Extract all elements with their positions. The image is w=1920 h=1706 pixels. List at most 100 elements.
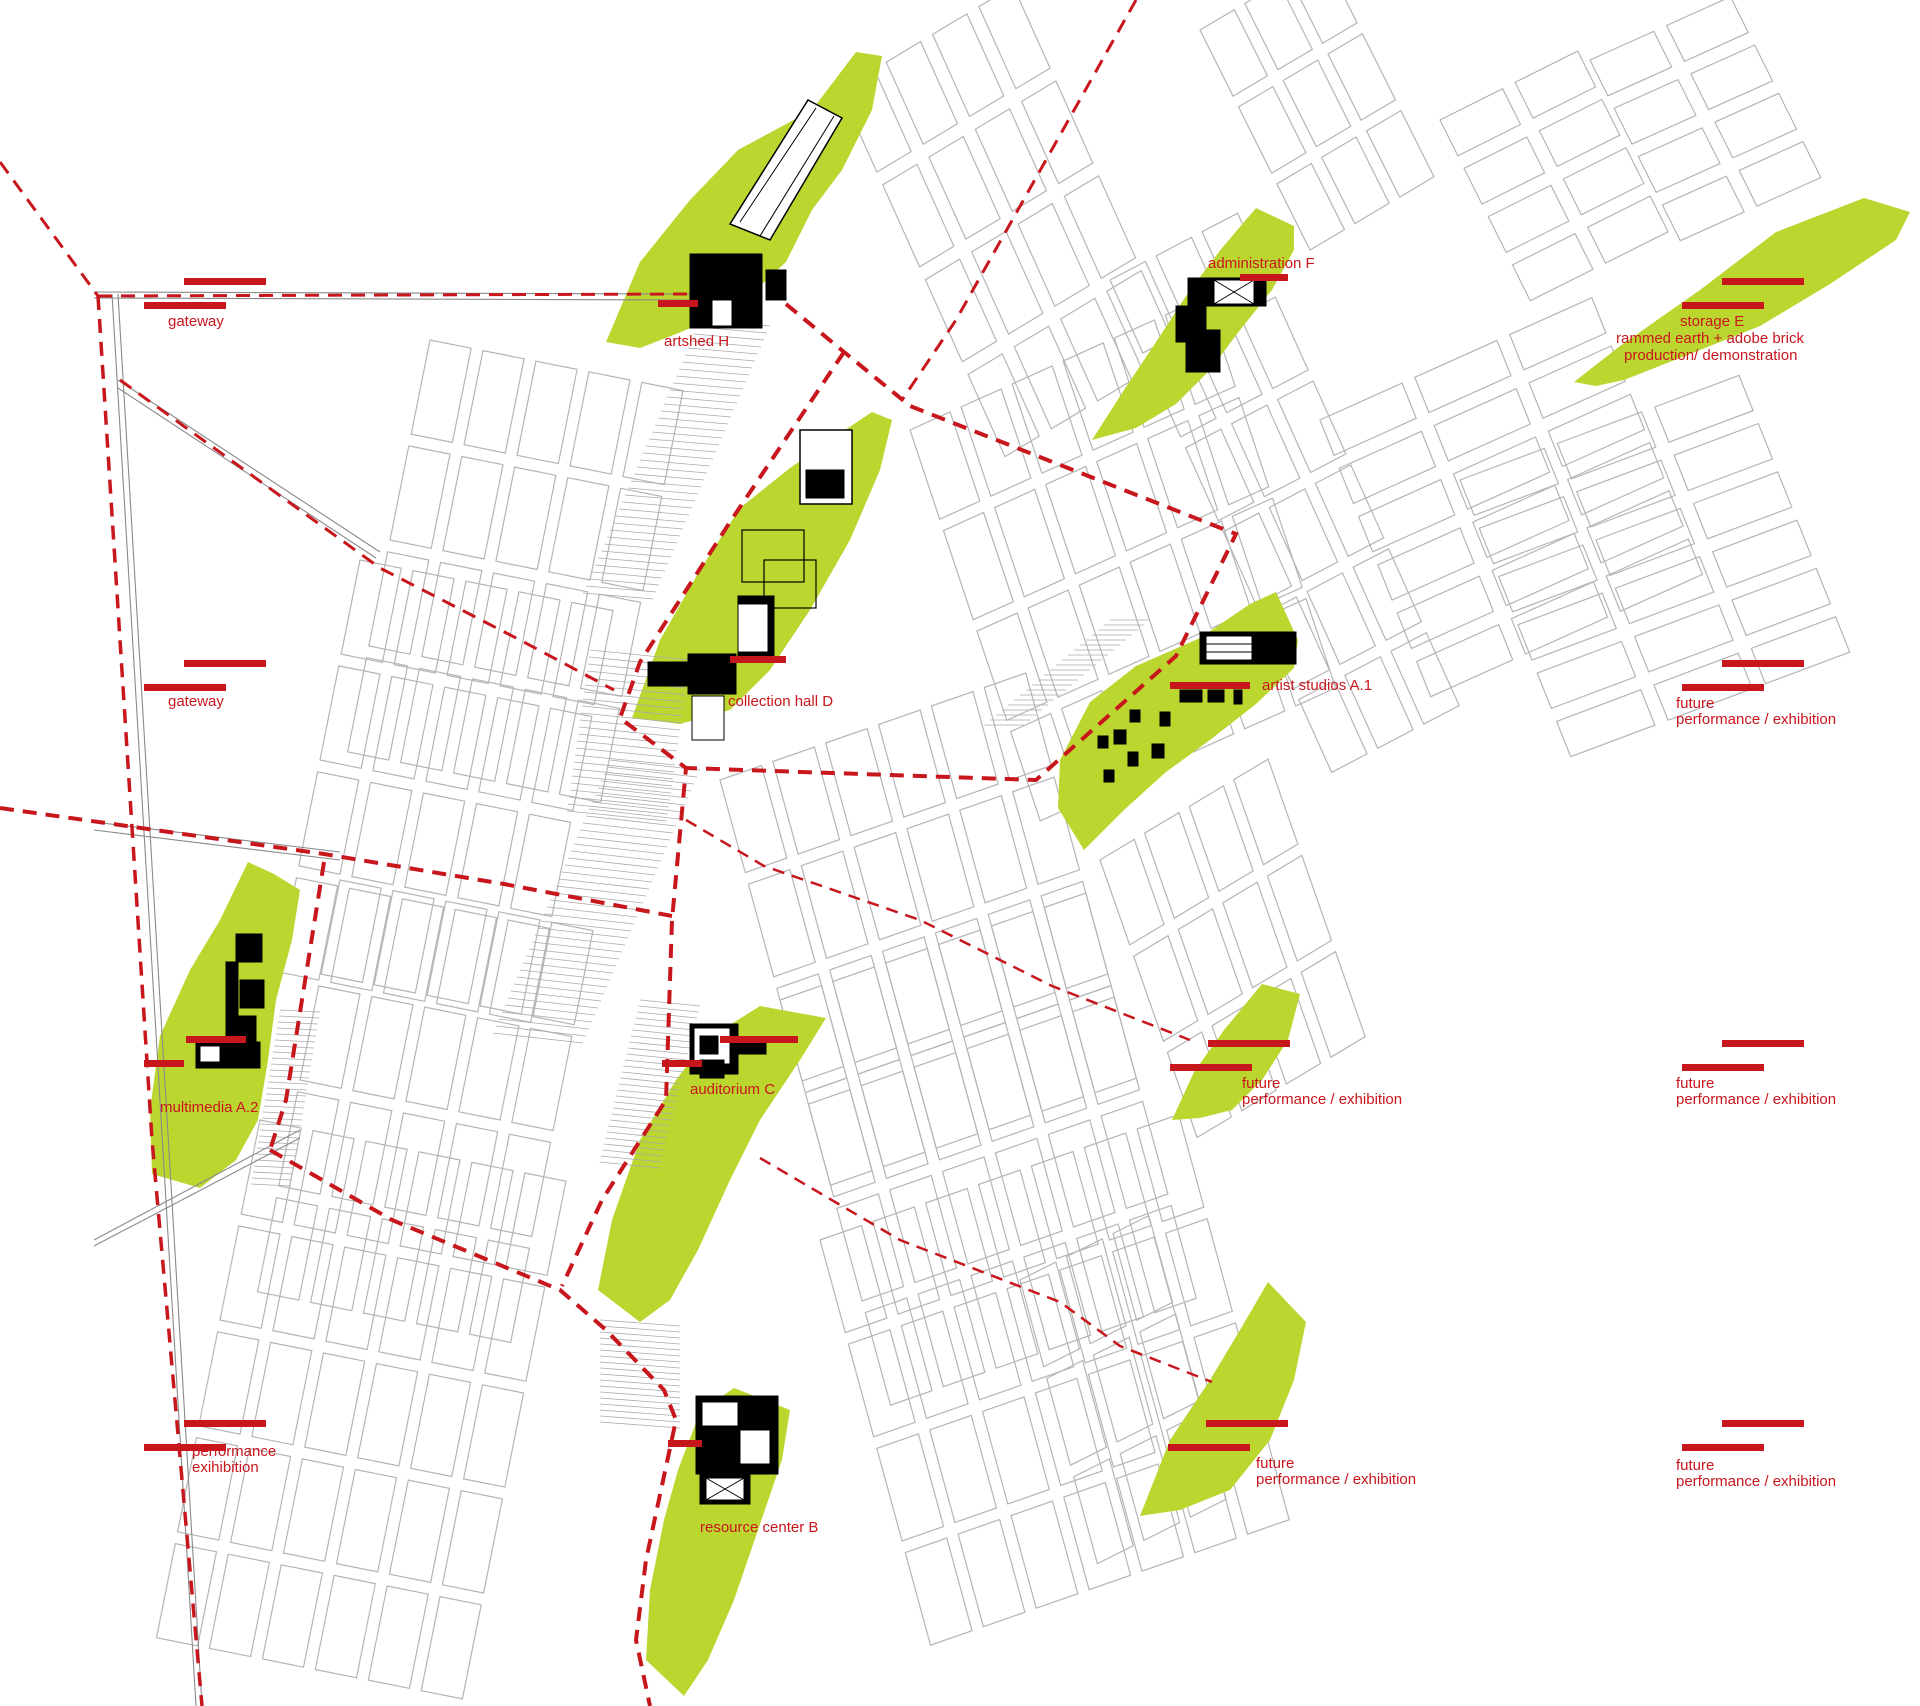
label-storage-line1: storage E bbox=[1680, 313, 1744, 330]
route-middle-cross bbox=[0, 806, 673, 918]
map-labels: gateway gateway performance exihibition … bbox=[160, 255, 1836, 1536]
hatch-line bbox=[582, 822, 674, 834]
hatch-line bbox=[608, 1125, 669, 1133]
plot bbox=[299, 985, 361, 1090]
plot bbox=[906, 813, 975, 923]
plot bbox=[478, 696, 540, 801]
label-future-right-1-line1: future bbox=[1676, 695, 1714, 712]
plot bbox=[1595, 507, 1696, 577]
plot bbox=[1665, 0, 1750, 63]
label-marker-bar bbox=[1208, 1040, 1290, 1047]
hatch-line bbox=[638, 1005, 699, 1013]
plot bbox=[1711, 519, 1812, 588]
plot bbox=[885, 40, 959, 146]
plot bbox=[468, 1239, 531, 1344]
plot bbox=[877, 709, 947, 818]
plot bbox=[1043, 892, 1112, 1001]
plot bbox=[994, 1137, 1063, 1247]
route-left-vertical bbox=[96, 295, 204, 1706]
label-marker-bar bbox=[730, 656, 786, 663]
plot bbox=[824, 727, 894, 837]
hatch-line bbox=[615, 1095, 677, 1103]
hatch-line bbox=[271, 1057, 313, 1061]
plot bbox=[1030, 1150, 1099, 1260]
plot bbox=[1528, 345, 1626, 420]
hatch-line bbox=[626, 1053, 687, 1061]
plot bbox=[1177, 908, 1244, 1016]
plot bbox=[569, 371, 631, 475]
hatch-line bbox=[513, 983, 605, 995]
hatch-line bbox=[635, 1017, 696, 1025]
hatch-line bbox=[611, 1113, 672, 1121]
label-marker-bar bbox=[184, 278, 266, 285]
road-top bbox=[93, 291, 691, 301]
plot bbox=[511, 1027, 573, 1132]
plot bbox=[1377, 527, 1475, 601]
label-administration: administration F bbox=[1208, 255, 1315, 272]
hatch-line bbox=[603, 543, 675, 551]
plot-grid bbox=[155, 0, 1851, 1700]
plot bbox=[1011, 365, 1083, 475]
plot bbox=[847, 1328, 916, 1438]
zone-multimedia bbox=[150, 862, 300, 1188]
hatch-line bbox=[599, 1379, 681, 1387]
plot bbox=[531, 707, 593, 812]
plot bbox=[403, 792, 466, 897]
hatch-line bbox=[578, 726, 680, 738]
hatch-line bbox=[599, 1367, 681, 1375]
plot bbox=[495, 466, 557, 571]
plot bbox=[1276, 380, 1347, 474]
plot bbox=[924, 258, 998, 363]
hatch-line bbox=[564, 864, 656, 876]
plot bbox=[888, 1174, 958, 1284]
plot bbox=[356, 1362, 419, 1467]
hatch-line bbox=[629, 1041, 690, 1049]
label-marker-bar bbox=[1682, 684, 1764, 691]
label-future-right-2-line2: performance / exhibition bbox=[1676, 1091, 1836, 1108]
plot bbox=[1556, 411, 1657, 480]
plot bbox=[960, 388, 1032, 498]
plot bbox=[1562, 146, 1645, 216]
hatch-line bbox=[615, 515, 687, 523]
hatch-line bbox=[669, 389, 741, 397]
label-performance-line1: performance bbox=[192, 1443, 276, 1460]
hatch-line bbox=[552, 892, 644, 904]
plot bbox=[1320, 136, 1390, 225]
hatch-line bbox=[258, 1135, 300, 1139]
plot bbox=[1222, 881, 1288, 989]
hatch-line bbox=[618, 1083, 680, 1091]
label-marker-bar bbox=[144, 684, 226, 691]
plot bbox=[1047, 1119, 1116, 1228]
plot bbox=[884, 947, 954, 1057]
plot bbox=[900, 1310, 969, 1420]
label-marker-bar bbox=[662, 1060, 702, 1067]
hatch-line bbox=[588, 808, 680, 820]
plot bbox=[1605, 538, 1704, 613]
label-marker-bar bbox=[1722, 1420, 1804, 1427]
hatch-line bbox=[275, 1033, 317, 1037]
plot bbox=[409, 1373, 472, 1478]
label-marker-bar bbox=[144, 1060, 184, 1067]
hatch-line bbox=[498, 1018, 590, 1030]
plot bbox=[1129, 543, 1201, 653]
plot bbox=[772, 746, 841, 855]
plot bbox=[1511, 232, 1594, 302]
label-marker-bar bbox=[184, 660, 266, 667]
plot bbox=[282, 1458, 345, 1563]
label-performance-line2: exihibition bbox=[192, 1459, 259, 1476]
red-dashed-routes bbox=[0, 0, 1239, 1706]
label-marker-bar bbox=[1722, 278, 1804, 285]
hatch-line bbox=[599, 1361, 681, 1369]
plot bbox=[1300, 950, 1366, 1059]
plot bbox=[983, 672, 1052, 781]
route-top-left-diagonal bbox=[0, 161, 100, 297]
plot bbox=[993, 488, 1066, 598]
plot bbox=[719, 764, 788, 874]
plot bbox=[489, 1133, 552, 1238]
plot bbox=[881, 163, 955, 268]
plot bbox=[970, 230, 1044, 335]
plot bbox=[1046, 1359, 1108, 1467]
plot bbox=[198, 1331, 260, 1435]
plot bbox=[1514, 50, 1597, 120]
plot bbox=[1065, 1238, 1127, 1345]
